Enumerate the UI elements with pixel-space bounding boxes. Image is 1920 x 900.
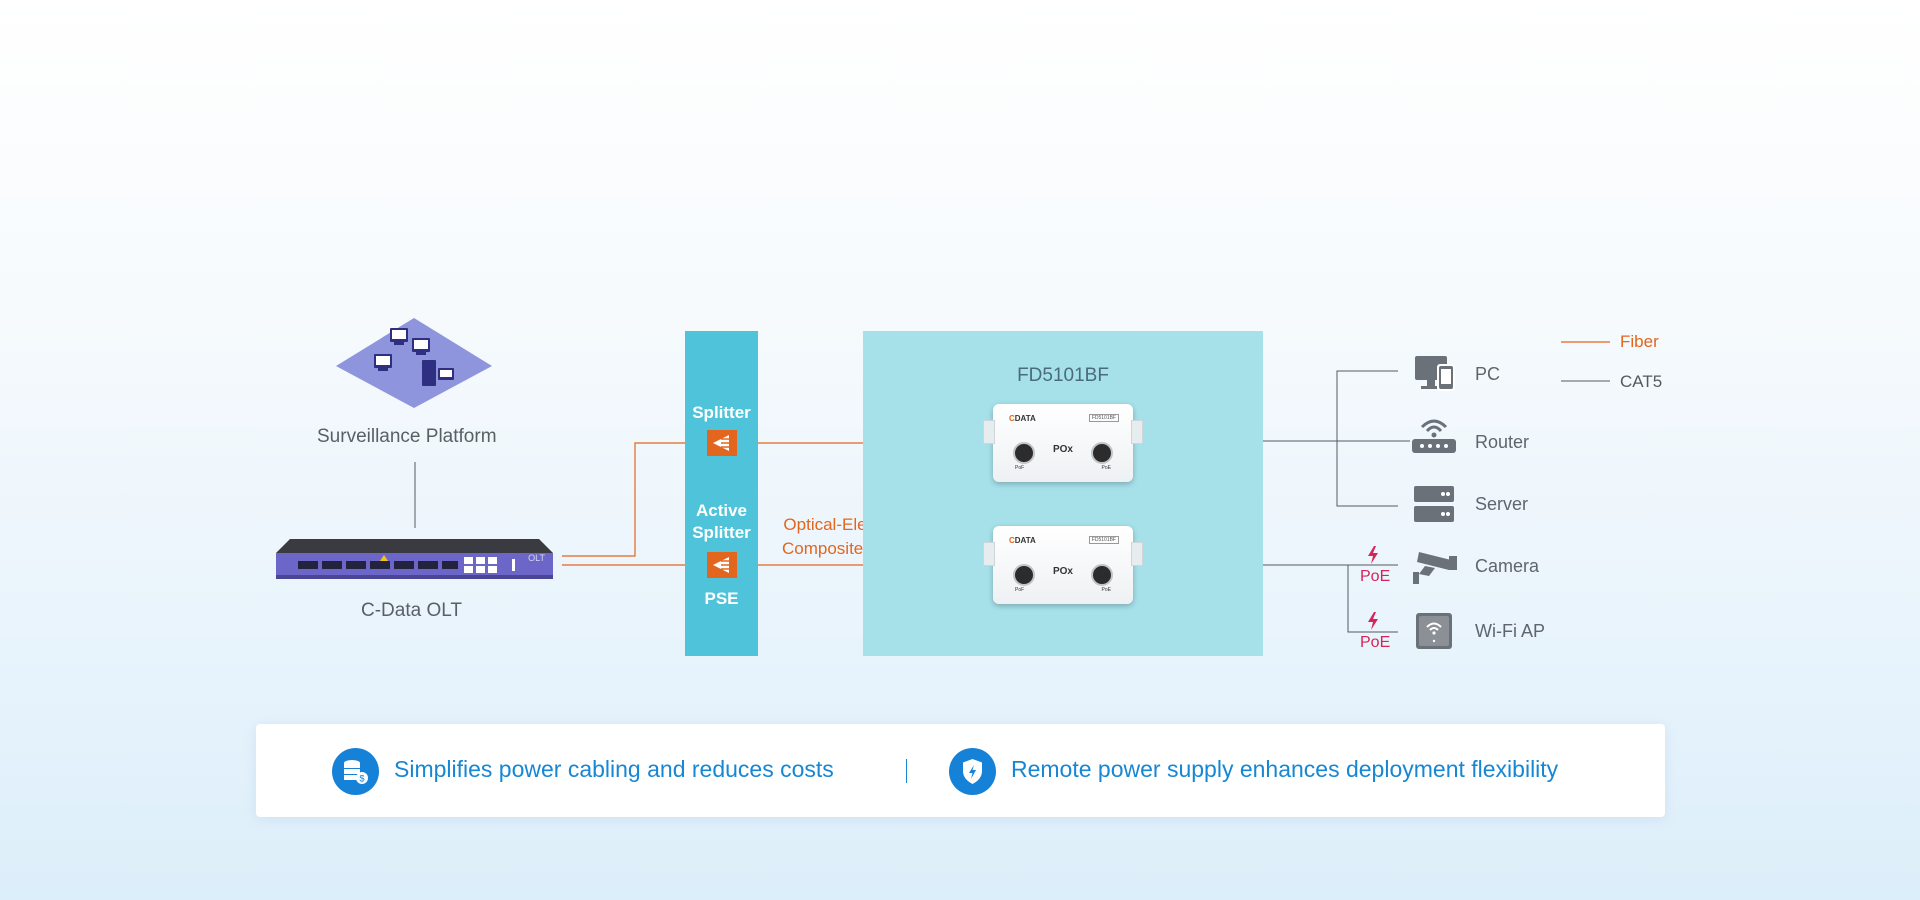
feature-text-costs: Simplifies power cabling and reduces cos… — [394, 756, 834, 782]
device-label-server: Server — [1475, 494, 1529, 514]
wifi-ap-icon — [1416, 613, 1452, 649]
device-label-wifi-ap: Wi-Fi AP — [1475, 621, 1545, 641]
splitter-column — [685, 331, 758, 656]
olt-badge: OLT — [528, 553, 545, 563]
legend-fiber-label: Fiber — [1620, 332, 1659, 351]
pox-name: POx — [1052, 566, 1073, 577]
surveillance-platform-label: Surveillance Platform — [317, 426, 497, 447]
olt-device: OLT — [276, 539, 553, 579]
server-icon — [1414, 486, 1454, 522]
poe-label-wifi-ap: PoE — [1360, 634, 1391, 651]
poe-port — [1091, 564, 1113, 586]
olt-label: C-Data OLT — [361, 600, 463, 621]
cat5-bus-pc-server — [1336, 370, 1398, 507]
pc-phone-icon — [1415, 356, 1455, 391]
poe-bolt-icon — [1368, 612, 1378, 630]
splitter-label: Splitter — [692, 403, 751, 422]
active-splitter-label: Active Splitter — [692, 501, 751, 542]
router-icon — [1412, 419, 1456, 453]
fiber-olt-splitter — [562, 442, 720, 557]
poe-label-camera: PoE — [1360, 568, 1391, 585]
database-dollar-icon: $ — [332, 748, 379, 795]
poe-port-label: PoE — [1101, 465, 1111, 471]
pox-model: FD5101BF — [1088, 414, 1119, 422]
device-label-camera: Camera — [1475, 556, 1540, 576]
pof-port-label: PoF — [1015, 465, 1025, 471]
pof-port-label: PoF — [1015, 587, 1025, 593]
poe-bolt-icon — [1368, 546, 1378, 564]
pox-brand: CDATA — [1009, 536, 1036, 545]
feature-text-flexibility: Remote power supply enhances deployment … — [1011, 756, 1559, 782]
feature-bar: $ Simplifies power cabling and reduces c… — [256, 724, 1665, 817]
legend-cat5-label: CAT5 — [1620, 372, 1663, 391]
camera-icon — [1413, 552, 1457, 584]
panel-title: FD5101BF — [1017, 365, 1109, 386]
device-label-router: Router — [1475, 432, 1530, 452]
svg-text:$: $ — [359, 774, 364, 784]
active-splitter-icon — [707, 552, 737, 578]
splitter-icon — [707, 430, 737, 456]
pox-model: FD5101BF — [1088, 536, 1119, 544]
cat5-pox2-ap — [1347, 565, 1398, 633]
pox-brand: CDATA — [1009, 414, 1036, 423]
pse-label: PSE — [704, 589, 739, 608]
feature-divider — [906, 759, 907, 783]
poe-port-label: PoE — [1101, 587, 1111, 593]
pox-name: POx — [1052, 444, 1073, 455]
pof-port — [1013, 564, 1035, 586]
pox-unit-upper: CDATA FD5101BF POx PoF PoE — [983, 404, 1143, 482]
poe-port — [1091, 442, 1113, 464]
device-label-pc: PC — [1475, 364, 1501, 384]
pof-port — [1013, 442, 1035, 464]
surveillance-platform-icon — [336, 318, 492, 408]
pox-unit-lower: CDATA FD5101BF POx PoF PoE — [983, 526, 1143, 604]
shield-bolt-icon — [949, 748, 996, 795]
